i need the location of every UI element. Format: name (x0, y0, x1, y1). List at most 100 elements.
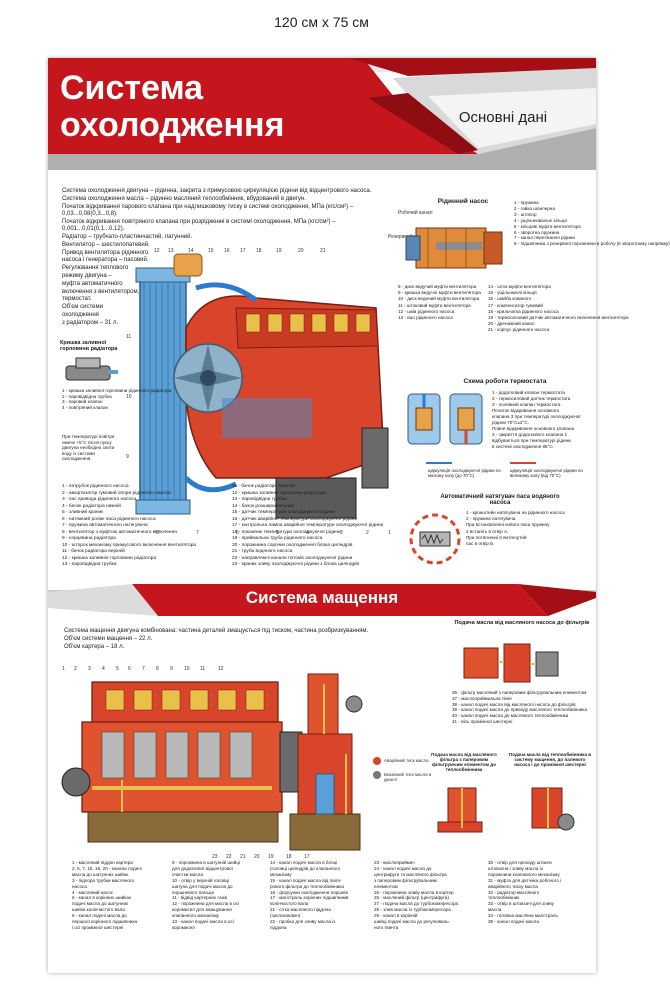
poster: Система охолодження Основні дані Система… (48, 58, 670, 973)
thermo-item: відбувається при температурі рідини (492, 438, 571, 443)
filter-item: 38 - канал подачі масла від масляного на… (452, 701, 576, 707)
lubrication-parts-col1: 1 - масляний піддон картера 2, 5, 7, 18,… (72, 860, 164, 931)
svg-text:5: 5 (276, 530, 279, 536)
pump-item: 19 - термосиловий датчик автоматичного в… (488, 315, 629, 321)
filter-feed-list: 36 - фільтр масляний з паперовим фільтру… (452, 690, 592, 725)
part-item: 6 - канал в корінних шийках (72, 895, 132, 901)
intro-line: Об'єм системи мащення – 22 л. (64, 635, 153, 642)
svg-text:21: 21 (240, 854, 246, 860)
pump-item: 15 - ущільнюючі кільця (488, 290, 537, 296)
part-item: 10 - шторок механізму примусового включе… (62, 542, 197, 548)
part-item: для додаткової відцентрової (172, 865, 233, 871)
part-item: 1 - патрубок рідинного насоса (62, 484, 129, 489)
part-item: 2, 5, 7, 18, 19, 20 - канали подачі (72, 865, 142, 871)
tensioner-item: 2 - пружина натягувача (466, 516, 516, 522)
thermo-item: 2 - термосиловий датчик термостата (492, 396, 571, 401)
thermo-item: рідини 70°С±2°С. (492, 420, 529, 425)
part-item: (заспокоювач) (270, 913, 301, 919)
svg-text:6: 6 (128, 666, 131, 672)
svg-text:7: 7 (196, 530, 199, 536)
intro-line: Початок відкривання повітряного клапана … (62, 218, 336, 233)
thermo-item: клапана 3 при температурі охолоджуючої (492, 414, 581, 419)
svg-text:21: 21 (320, 248, 326, 254)
part-item: коромисел для змащування (172, 907, 232, 913)
filter-item: 37 - маслоприймальна лінія (452, 695, 512, 701)
part-item: 34 - головна масляна магістраль (488, 913, 558, 919)
intro-line: з радіатором – 31 л. (62, 319, 119, 326)
thermo-item: Повне відкривання основного клапана (492, 426, 575, 431)
svg-text:8: 8 (156, 530, 159, 536)
tensioner-item: 2 встаніть в отвір А. (466, 528, 509, 534)
part-item: 30 - отвір для проходу штанги (488, 860, 552, 865)
header-banner (48, 58, 596, 170)
part-item: 12 - кришка заливної горловини радіатора (62, 555, 157, 561)
lubrication-intro: Система мащення двигуна комбінована: час… (64, 628, 404, 651)
cap-item: 4 - повітряний клапан (62, 404, 109, 410)
part-item: 25 - порожнина зливу масла в картер (374, 889, 454, 895)
part-item: порожнини клапанного механізму (488, 871, 560, 877)
svg-text:1: 1 (388, 530, 391, 536)
oil-pressure-legend (373, 757, 381, 779)
part-item: 29 - канал в корінній (374, 913, 418, 919)
note-line: двигуна необхідно злити (62, 445, 115, 451)
part-item: 33 - отвір в штовхачі для зливу (488, 901, 554, 907)
circulation-small: циркуляція охолоджуючої рідини по малому… (428, 468, 501, 479)
part-item: 17 - магістраль корінних підшипників (270, 895, 349, 901)
part-item: аварійного тиску масла (488, 883, 538, 889)
intro-line: включення з вентилятором, (62, 288, 140, 295)
pump-item: 9 - кришка ведучої муфти вентилятора (398, 290, 481, 296)
lubrication-banner (48, 584, 596, 616)
filter-feed-illustration (463, 643, 559, 683)
svg-text:22: 22 (226, 854, 232, 860)
part-item: очистки масла (172, 871, 203, 877)
pump-item: 3 - штопор (514, 211, 537, 217)
part-item: 23 - краник зливу охолоджуючої рідини з … (232, 562, 359, 567)
thermostat-parts-list: 1 - додатковий клапан термостата 2 - тер… (492, 390, 592, 450)
svg-text:11: 11 (200, 666, 205, 672)
part-item: і осі проміжної шестерні (72, 924, 124, 930)
part-item: 6 - натяжний ролик паса рідинного насоса (62, 516, 156, 522)
pump-parts-left: 8 - диск ведучий муфти вентилятора 9 - к… (398, 284, 486, 321)
tensioner-label: Автоматичний натягувач паса водяного нас… (440, 494, 560, 506)
note-line: охолодження. (62, 456, 92, 462)
part-item: 5 - зливний краник (62, 510, 104, 515)
svg-text:10: 10 (184, 666, 190, 672)
part-item: 14 - бачок розширювальний (232, 503, 295, 509)
intro-line: Регулювання теплового (62, 265, 129, 272)
cap-label: Кришка заливної горловини радіатора (60, 340, 118, 352)
pump-item: 16 - шайба кованого (488, 296, 532, 302)
svg-text:18: 18 (256, 248, 262, 254)
part-item: шатуна для подачі масла до (172, 883, 233, 889)
part-item: 32 - радіатор масляного (488, 889, 540, 895)
part-item: 15 - канал подачі масла від паля- (270, 877, 342, 883)
part-item: 13 - паровідвідна трубка (232, 497, 287, 502)
thermo-item: 3 - закриття додаткового клапана 1 (492, 432, 568, 437)
pump-item: 1 - пружина (514, 200, 539, 205)
cap-item: 1 - кришка заливної горловини рідинного … (62, 388, 172, 393)
tensioner-parts-list: 1 - кронштейн натягувача на рідинного на… (466, 510, 592, 547)
pump-parts-list: 1 - пружина 2 - гайка шпилерна 3 - штопо… (514, 200, 670, 247)
svg-text:20: 20 (298, 248, 304, 254)
part-item: 31 - муфта для датчика робочого і (488, 877, 562, 883)
part-item: 16 - форсунки охолодження поршнів (270, 889, 348, 895)
part-item: (головці циліндрів до клапанного (270, 865, 341, 871)
part-item: з паперовим фільтрувальним (374, 877, 437, 883)
intro-line: Радіатор – трубчато-пластинчастий, латун… (62, 234, 193, 240)
part-item: центрифуги та масляного фільтра (374, 871, 447, 877)
cooling-parts-right: 11 - бачок радіатора верхній 12 - кришка… (232, 484, 402, 569)
part-item: 26 - масляний фільтр (центрифуга) (374, 895, 449, 901)
part-item: колінчастого вала (270, 901, 309, 907)
svg-text:17: 17 (304, 854, 310, 860)
part-item: шийці подачі масла до регулюваль- (374, 919, 451, 925)
filter-item: 41 - вісь проміжної шестерні (452, 718, 513, 724)
intro-line: Об'єм картера – 18 л. (64, 643, 125, 650)
svg-text:18: 18 (286, 854, 292, 860)
svg-text:4: 4 (306, 530, 309, 536)
tensioner-item: При встановленні нового паса пружину (466, 522, 550, 528)
circulation-legend (426, 462, 536, 464)
part-item: 14 - канал подачі масла в блоці (270, 860, 338, 865)
svg-text:10: 10 (126, 394, 132, 400)
svg-text:19: 19 (268, 854, 274, 860)
part-item: 9 - порожнина в шатунній шийці (172, 860, 240, 865)
